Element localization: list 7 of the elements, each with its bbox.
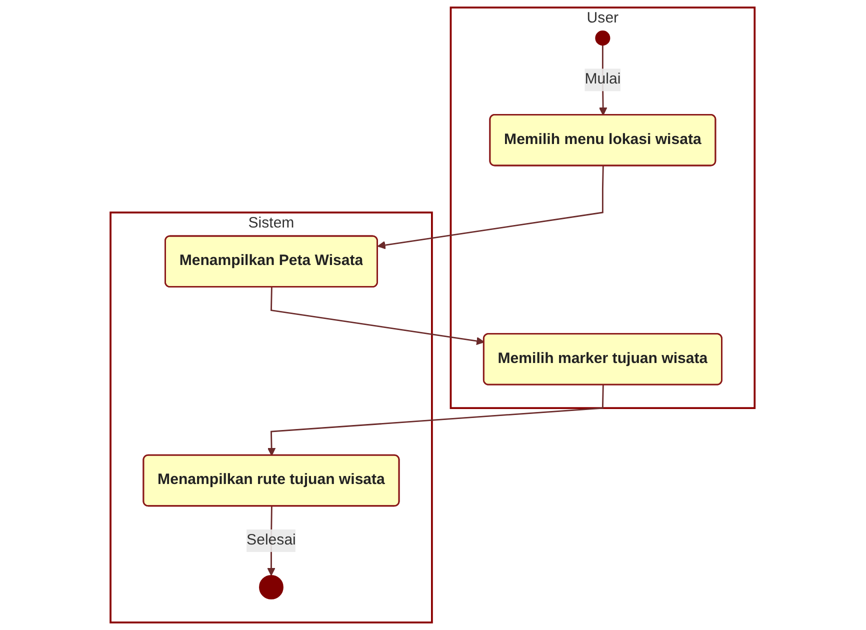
- arrow: [378, 166, 604, 250]
- edge-label: Selesai: [246, 532, 296, 548]
- arrow: [268, 385, 604, 456]
- node-circle: [596, 30, 611, 46]
- arrow: [270, 287, 485, 346]
- node-circle: [259, 574, 284, 600]
- edge-label: Mulai: [585, 71, 622, 88]
